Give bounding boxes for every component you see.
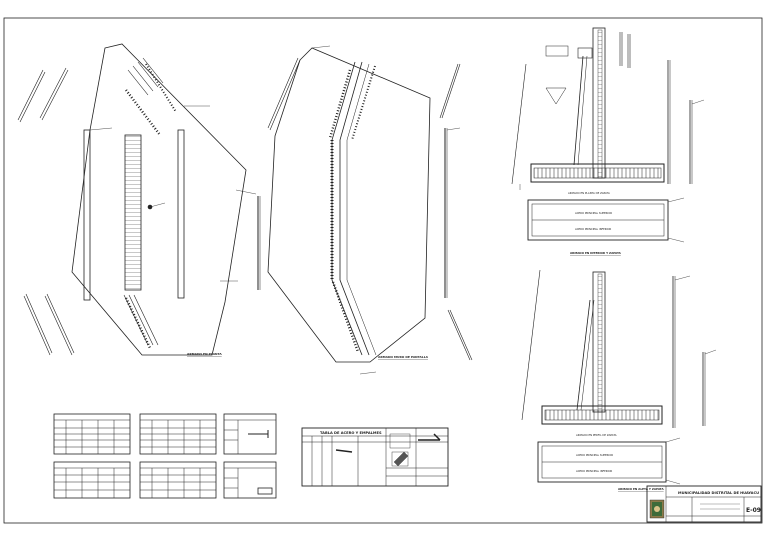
footing-plan-bottom [537,437,681,485]
plan-left [17,43,247,356]
sheet-border [3,17,763,524]
title-block [646,485,762,523]
plan-middle-title: ARMADO MURO DE PANTALLA [378,355,429,359]
sheet-number: E-09 [746,507,761,514]
section-bottom-longbar-1: ACERO PRINCIPAL SUPERIOR [576,453,613,457]
section-top-longbar-1: ACERO PRINCIPAL SUPERIOR [575,211,612,215]
plan-left-title: ARMADO EN PLANTA [187,352,222,356]
section-bottom-footer: ARMADO EN ALETA Y ZAPATA [618,487,664,491]
section-bottom-caption: ARMADO EN PERFIL DE ZAPATA [576,433,617,437]
plan-middle [235,45,473,375]
municipal-seal-icon [649,499,665,519]
title-block-institution: MUNICIPALIDAD DISTRITAL DE HUAYACU [678,491,759,495]
schedule-main-title: TABLA DE ACERO Y EMPALMES [320,431,382,435]
section-bottom [521,269,717,428]
footing-plan-top [527,197,685,243]
section-top-caption: ARMADO EN PLANTA DE ZAPATA [568,191,610,195]
schedule-main-table [301,427,449,487]
section-top [511,27,705,190]
section-bottom-longbar-2: ACERO PRINCIPAL INFERIOR [576,469,612,473]
rebar-tables [53,413,277,499]
section-top-longbar-2: ACERO PRINCIPAL INFERIOR [575,227,611,231]
section-top-footer: ARMADO EN INTERIOR Y ZAPATA [570,251,622,255]
